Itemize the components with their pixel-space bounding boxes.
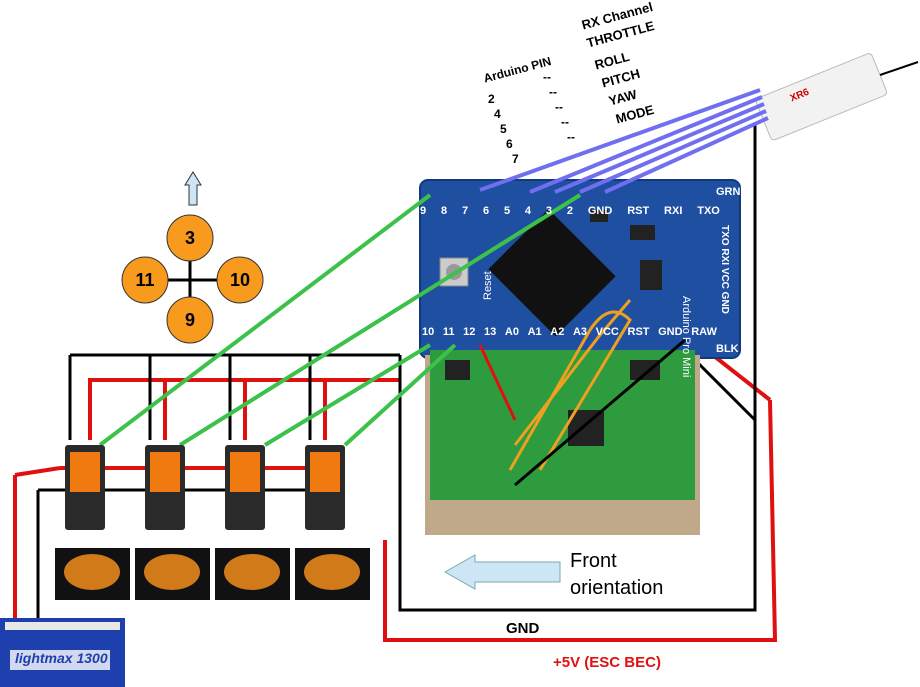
board-pin-6: 6 [482,205,490,217]
board-pin-9: 9 [420,205,427,217]
quad-left-motor: 11 [135,270,155,290]
board-pin-4: 4 [524,205,532,217]
quad-front-motor: 3 [184,228,195,248]
up-arrow [184,171,202,206]
legend-pin-5: 5 [500,122,507,136]
board-pin-7: 7 [461,205,469,217]
battery-label: lightmax 1300 [15,650,108,666]
board-pin-a1: A1 [527,326,542,338]
legend-dash-3: -- [555,100,563,114]
rx-channel-wires [479,88,769,194]
power-label: +5V (ESC BEC) [553,654,661,671]
signal-wires [98,193,582,447]
legend-pin-7: 7 [512,152,519,166]
board-pin-12: 12 [463,326,476,338]
battery [0,618,125,687]
board-pin-a3: A3 [572,326,588,338]
board-pin-3: 3 [545,205,553,217]
quad-rear-motor: 9 [184,310,195,330]
board-grn-label: GRN [716,186,741,198]
legend-pin-6: 6 [506,137,513,151]
board-pin-rst-bottom: RST [627,326,650,338]
imu-wires [478,299,686,487]
receiver [755,53,919,141]
esc-group [65,445,345,530]
front-arrow [443,554,561,590]
gnd-label: GND [506,620,540,637]
board-name: Arduino Pro Mini [680,296,692,378]
legend-pin-4: 4 [494,107,501,121]
board-pin-8: 8 [440,205,448,217]
legend-dash-5: -- [567,130,575,144]
board-pin-rst: RST [627,205,650,217]
board-reset-label: Reset [482,271,494,300]
board-pin-2: 2 [566,205,574,217]
motor-group [55,548,370,600]
quad-layout [121,214,264,344]
board-pin-a0: A0 [504,326,519,338]
board-blk-label: BLK [716,343,739,355]
imu-board [425,350,700,535]
board-pin-10: 10 [422,326,435,338]
board-pin-gnd-bottom: GND [658,326,683,338]
legend-pin-2: 2 [488,92,495,106]
board-pin-rxi: RXI [664,205,683,217]
board-pin-13: 13 [484,326,497,338]
board-pin-gnd: GND [587,205,613,217]
board-pin-11: 11 [442,326,455,338]
board-pin-vcc: VCC [595,326,619,338]
board-pin-txo: TXO [697,205,720,217]
board-pin-raw: RAW [691,326,717,338]
board-pin-5: 5 [503,205,511,217]
quad-right-motor: 10 [229,270,251,290]
front-orientation-label: Front orientation [570,550,664,599]
legend-dash-4: -- [561,115,569,129]
board-top-pin-row: 9 8 7 6 5 4 3 2 GND RST RXI TXO [420,205,720,217]
board-bottom-pin-row: 10 11 12 13 A0 A1 A2 A3 VCC RST GND RAW [422,326,717,338]
legend-dash-1: -- [543,70,551,84]
board-pin-a2: A2 [550,326,565,338]
board-side-pins: TXO RXI VCC GND [719,225,730,314]
legend-dash-2: -- [549,85,557,99]
